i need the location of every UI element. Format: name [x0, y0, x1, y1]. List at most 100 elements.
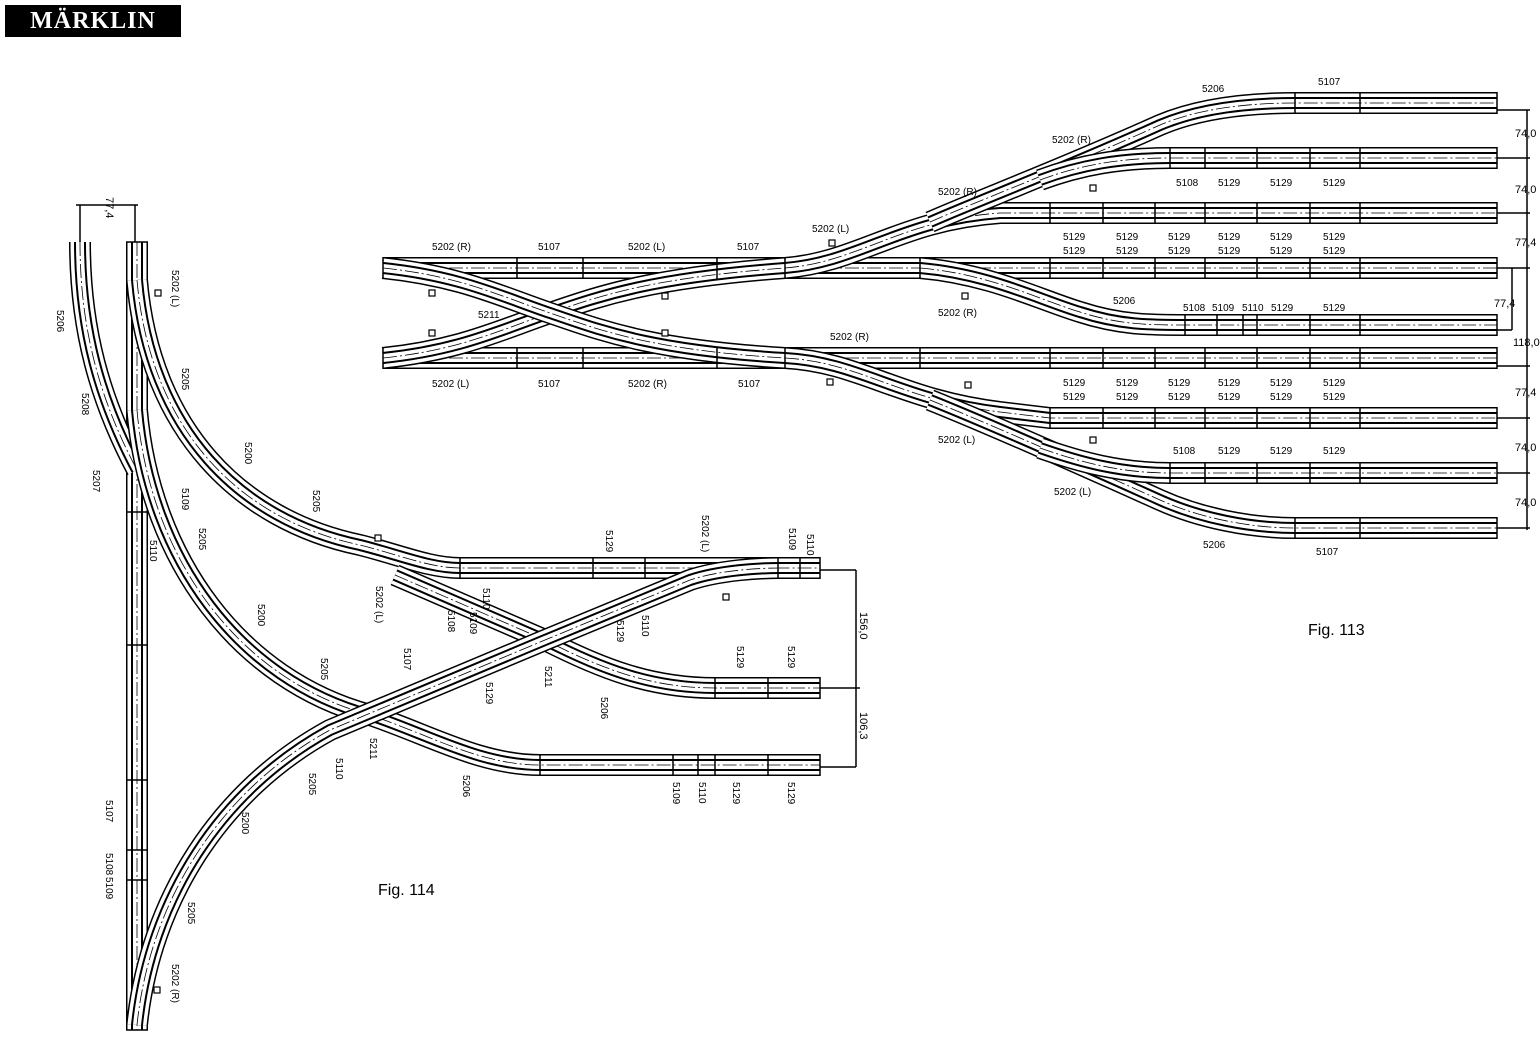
- track-label: 5205: [185, 902, 196, 925]
- track-label: 5129: [1270, 446, 1293, 457]
- turnout-motor-icon: [154, 289, 162, 297]
- track-label: 5109: [786, 528, 797, 551]
- track-label: 5202 (L): [1054, 487, 1091, 498]
- track-label: 5129: [1168, 378, 1191, 389]
- track-label: 5108: [103, 853, 114, 876]
- turnout-motor-icon: [828, 239, 836, 247]
- track-label: 5205: [306, 773, 317, 796]
- track-label: 5129: [1063, 246, 1086, 257]
- dimension-label: 156,0: [857, 612, 869, 640]
- marklin-logo: MÄRKLIN: [5, 5, 181, 37]
- track-label: 5108: [1176, 178, 1199, 189]
- track-label: 5129: [1323, 303, 1346, 314]
- track-label: 5202 (R): [938, 308, 977, 319]
- track-label: 5129: [1271, 303, 1294, 314]
- track-label: 5107: [538, 379, 561, 390]
- track-label: 5129: [1063, 378, 1086, 389]
- track-label: 5129: [1218, 232, 1241, 243]
- track-label: 5129: [603, 530, 614, 553]
- track-label: 5129: [1116, 232, 1139, 243]
- track-label: 5206: [1202, 84, 1225, 95]
- track-piece: [925, 92, 1497, 233]
- track-label: 5211: [478, 310, 500, 321]
- figure-caption: Fig. 114: [378, 882, 435, 899]
- track-piece: [783, 202, 1497, 279]
- track-label: 5129: [1063, 392, 1086, 403]
- track-label: 5205: [318, 658, 329, 681]
- track-label: 5206: [1113, 296, 1136, 307]
- track-piece: [69, 241, 147, 476]
- track-label: 5202 (R): [169, 964, 180, 1003]
- track-label: 5129: [1116, 378, 1139, 389]
- track-label: 5129: [785, 782, 796, 805]
- track-label: 5129: [1168, 246, 1191, 257]
- track-label: 5129: [1323, 378, 1346, 389]
- track-label: 5206: [598, 697, 609, 720]
- track-label: 5107: [737, 242, 760, 253]
- track-label: 5206: [54, 310, 65, 333]
- track-label: 5129: [1218, 446, 1241, 457]
- dimension-label: 74,0: [1515, 497, 1536, 509]
- track-label: 5129: [1323, 392, 1346, 403]
- track-label: 5129: [1218, 378, 1241, 389]
- track-label: 5109: [1212, 303, 1235, 314]
- track-label: 5109: [179, 488, 190, 511]
- turnout-motor-icon: [428, 289, 436, 297]
- fig113-labels: 5202 (R) 5107 5202 (L) 5107 5211 5202 (L…: [432, 77, 1540, 639]
- track-label: 5129: [1323, 446, 1346, 457]
- turnout-motor-icon: [722, 593, 730, 601]
- turnout-motor-icon: [964, 381, 972, 389]
- track-label: 5202 (L): [628, 242, 665, 253]
- track-label: 5200: [242, 442, 253, 465]
- track-piece: [381, 257, 786, 369]
- dimension-lines: [76, 109, 1530, 768]
- dimension-label: 77,4: [103, 197, 115, 218]
- track-label: 5202 (L): [938, 435, 975, 446]
- turnout-motor-icon: [374, 534, 382, 542]
- track-label: 5129: [1323, 178, 1346, 189]
- turnout-motor-icon: [826, 378, 834, 386]
- track-label: 5110: [1242, 303, 1264, 314]
- track-label: 5129: [730, 782, 741, 805]
- dimension-label: 74,0: [1515, 184, 1536, 196]
- turnout-motor-icon: [961, 292, 969, 300]
- track-label: 5107: [1316, 547, 1339, 558]
- turnout-motor-icon: [428, 329, 436, 337]
- track-piece: [925, 389, 1497, 539]
- track-piece: [784, 347, 1497, 429]
- dimension-label: 118,0: [1513, 337, 1540, 349]
- figure-caption: Fig. 113: [1308, 622, 1365, 639]
- track-label: 5129: [1063, 232, 1086, 243]
- track-label: 5207: [90, 470, 101, 493]
- turnout-motor-icon: [661, 292, 669, 300]
- track-pieces: [69, 92, 1498, 1031]
- track-label: 5200: [255, 604, 266, 627]
- track-label: 5110: [696, 782, 707, 804]
- track-label: 5208: [79, 393, 90, 416]
- turnout-motor-icon: [1089, 436, 1097, 444]
- dimension-label: 74,0: [1515, 128, 1536, 140]
- track-label: 5205: [310, 490, 321, 513]
- track-label: 5107: [738, 379, 761, 390]
- track-label: 5109: [103, 877, 114, 900]
- track-label: 5109: [467, 612, 478, 635]
- track-label: 5129: [1270, 378, 1293, 389]
- track-label: 5129: [1116, 392, 1139, 403]
- track-piece: [1036, 147, 1497, 191]
- track-label: 5129: [1218, 178, 1241, 189]
- track-label: 5110: [333, 758, 344, 780]
- track-piece: [126, 557, 781, 1027]
- track-label: 5129: [1270, 392, 1293, 403]
- track-label: 5109: [670, 782, 681, 805]
- track-label: 5202 (R): [628, 379, 667, 390]
- track-label: 5202 (L): [432, 379, 469, 390]
- track-label: 5107: [1318, 77, 1341, 88]
- track-label: 5206: [460, 775, 471, 798]
- track-label: 5129: [1116, 246, 1139, 257]
- track-piece: [1036, 437, 1497, 484]
- turnout-motor-icon: [661, 329, 669, 337]
- dimension-label: 77,4: [1515, 237, 1536, 249]
- track-label: 5129: [734, 646, 745, 669]
- track-label: 5129: [1168, 392, 1191, 403]
